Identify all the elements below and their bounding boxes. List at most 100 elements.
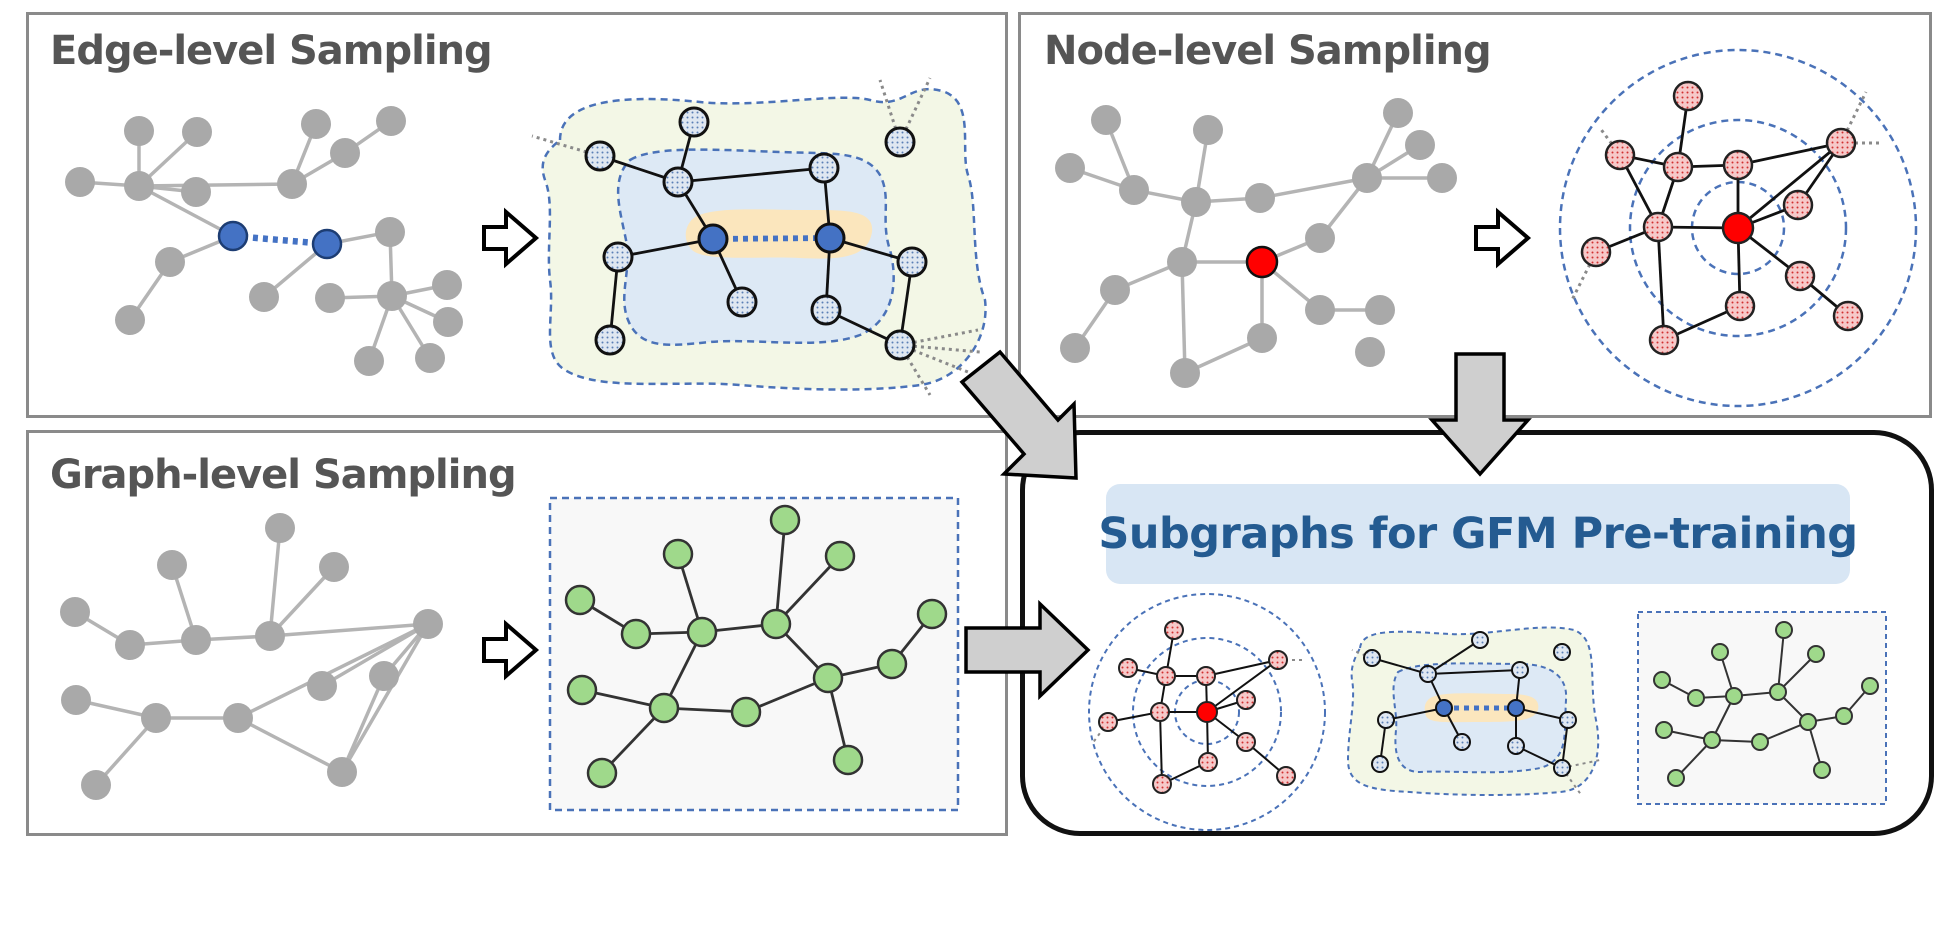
graph-source-node [319, 552, 349, 582]
result-edge-level-node [1511, 661, 1529, 679]
edge-level-title: Edge-level Sampling [50, 28, 493, 74]
node-source-node [1305, 223, 1335, 253]
result-edge-level-anchor-node [1507, 699, 1525, 717]
graph-sampled-node [832, 744, 864, 776]
result-node-level-node [1118, 658, 1138, 678]
graph-sampled-link [774, 519, 787, 625]
node-sampled-anchor-node [1721, 211, 1755, 245]
edge-source-node [330, 138, 360, 168]
result-node-hop-ring [1088, 593, 1326, 831]
edge-source-node [115, 305, 145, 335]
node-sampled-stub [1598, 127, 1622, 156]
node-to-result-arrow [1428, 352, 1532, 477]
node-source-node [1100, 275, 1130, 305]
edge-sampled-stub [899, 343, 969, 374]
result-node-level-node [1196, 666, 1216, 686]
graph-sampled-link [774, 555, 842, 625]
node-sampled-node [1724, 290, 1756, 322]
node-source-node [1091, 105, 1121, 135]
node-source-node [1193, 115, 1223, 145]
node-level-arrow [1474, 207, 1532, 269]
graph-sampled-node [564, 584, 596, 616]
edge-source-node [376, 106, 406, 136]
result-edge-level-node [1553, 643, 1571, 661]
graph-source-link [237, 622, 429, 720]
edge-source-node [301, 109, 331, 139]
edge-source-node [375, 217, 405, 247]
result-graph-level-link [1777, 629, 1785, 693]
graph-source-link [237, 716, 343, 774]
edge-sampled-anchor-node [697, 223, 729, 255]
result-edge-level-node [1363, 649, 1381, 667]
graph-source-link [340, 623, 430, 773]
edge-source-node [433, 307, 463, 337]
node-sampled-node [1672, 80, 1704, 112]
graph-sampled-node [812, 662, 844, 694]
edge-sampled-stub [898, 77, 932, 143]
edge-source-node [155, 247, 185, 277]
node-source-link [1180, 261, 1187, 374]
result-graph-level-node [1655, 721, 1673, 739]
edge-source-node [181, 177, 211, 207]
node-level-panel [1018, 12, 1932, 418]
edge-source-node [182, 117, 212, 147]
result-node-level-node [1152, 774, 1172, 794]
edge-sampled-link [617, 237, 714, 259]
edge-source-node [65, 167, 95, 197]
node-source-node [1355, 337, 1385, 367]
result-node-level-node [1268, 650, 1288, 670]
graph-level-arrow [482, 619, 540, 681]
result-node-level-node [1156, 666, 1176, 686]
node-source-node [1170, 358, 1200, 388]
result-node-level-node [1150, 702, 1170, 722]
result-node-level-node [1276, 766, 1296, 786]
result-edge-level-node [1419, 665, 1437, 683]
edge-sampled-anchor-node [814, 222, 846, 254]
edge-sampled-node [726, 286, 758, 318]
graph-sampled-node [566, 674, 598, 706]
graph-source-node [327, 757, 357, 787]
result-edge-level-link [1371, 657, 1429, 675]
graph-sampled-node [730, 696, 762, 728]
node-sampled-hop-ring [1558, 48, 1918, 408]
node-source-node [1055, 153, 1085, 183]
edge-sampled-stub [531, 134, 601, 158]
result-graph-level-node [1711, 643, 1729, 661]
node-source-node [1365, 295, 1395, 325]
graph-sampled-node [620, 618, 652, 650]
result-graph-level-node [1769, 683, 1787, 701]
result-edge-level-node [1371, 755, 1389, 773]
graph-sampled-node [586, 757, 618, 789]
node-source-node [1119, 175, 1149, 205]
edge-source-node [124, 171, 154, 201]
node-sampled-node [1825, 127, 1857, 159]
graph-source-node [60, 597, 90, 627]
graph-to-result-arrow [964, 599, 1091, 701]
result-node-level-anchor-node [1196, 701, 1218, 723]
graph-source-node [223, 703, 253, 733]
node-sampled-node [1662, 151, 1694, 183]
edge-sampled-link [677, 166, 825, 184]
edge-sampled-node [810, 294, 842, 326]
graph-sampled-node [824, 540, 856, 572]
graph-source-node [141, 703, 171, 733]
edge-source-node [249, 282, 279, 312]
node-sampled-link [1656, 226, 1666, 341]
edge-source-anchor-node [311, 228, 343, 260]
node-source-node [1247, 323, 1277, 353]
result-node-level-node [1164, 620, 1184, 640]
graph-sampled-node [662, 538, 694, 570]
result-graph-level-node [1807, 645, 1825, 663]
edge-source-node [124, 116, 154, 146]
result-node-level-node [1236, 732, 1256, 752]
graph-source-node [181, 625, 211, 655]
node-level-title: Node-level Sampling [1044, 28, 1492, 74]
result-edge-level-node [1453, 733, 1471, 751]
graph-source-node [81, 770, 111, 800]
node-sampled-link [1737, 141, 1842, 167]
graph-level-title: Graph-level Sampling [50, 452, 517, 498]
graph-source-link [268, 565, 336, 638]
result-node-level-stub [1091, 721, 1109, 745]
node-sampled-node [1782, 189, 1814, 221]
graph-sampled-node [686, 616, 718, 648]
